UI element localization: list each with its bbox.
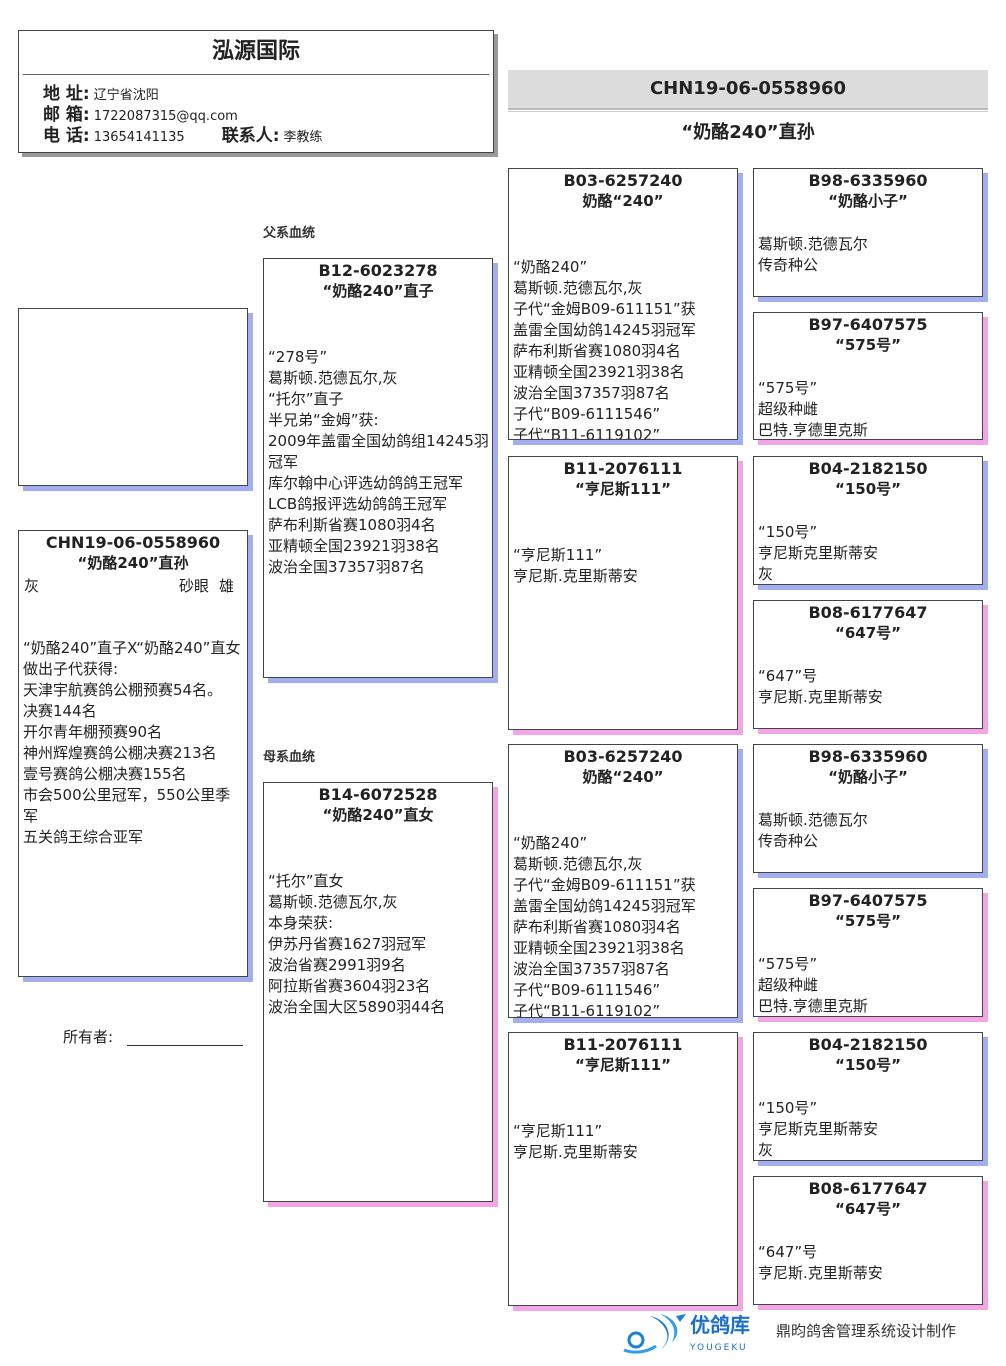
pedigree-card-dam: B14-6072528 “奶酪240”直女 “托尔”直女 葛斯顿.范德瓦尔,灰 本身…	[263, 782, 493, 1202]
pigeon-name: “奶酪240”直女	[322, 806, 434, 824]
pedigree-card-dsd: B97-6407575 “575号” “575号” 超级种雌 巴特.亨德里克斯	[753, 888, 983, 1017]
dam-line-label: 母系血统	[263, 750, 316, 765]
pigeon-notes: “奶酪240” 葛斯顿.范德瓦尔,灰 子代“金姆B09-611151”获 盖雷全…	[513, 834, 696, 1017]
ring-number: B03-6257240	[563, 747, 683, 766]
pedigree-card-dam-dam: B11-2076111 “亨尼斯111” “亨尼斯111” 亨尼斯.克里斯蒂安	[508, 1032, 738, 1306]
pigeon-notes: “150号” 亨尼斯克里斯蒂安 灰	[758, 1099, 879, 1159]
pigeon-name: “亨尼斯111”	[574, 480, 672, 498]
subject-pigeon-card: CHN19-06-0558960 “奶酪240”直孙 灰 砂眼 雄 “奶酪240…	[18, 530, 248, 977]
pigeon-name: “奶酪240”直子	[322, 282, 434, 300]
ring-number: B03-6257240	[563, 171, 683, 190]
address-value: 辽宁省沈阳	[93, 88, 159, 103]
ring-number: B08-6177647	[808, 603, 928, 622]
pigeon-notes: 葛斯顿.范德瓦尔 传奇种公	[758, 235, 868, 274]
subject-name: “奶酪240”直孙	[77, 554, 189, 572]
owner-signature-line	[127, 1045, 243, 1046]
pedigree-card-sss: B98-6335960 “奶酪小子” 葛斯顿.范德瓦尔 传奇种公	[753, 168, 983, 297]
pedigree-card-dam-sire: B03-6257240 奶酪“240” “奶酪240” 葛斯顿.范德瓦尔,灰 子代“…	[508, 744, 738, 1018]
pedigree-card-sds: B04-2182150 “150号” “150号” 亨尼斯克里斯蒂安 灰	[753, 456, 983, 585]
pigeon-name: “奶酪小子”	[828, 192, 908, 210]
pigeon-notes: “647”号 亨尼斯.克里斯蒂安	[758, 1243, 883, 1282]
pedigree-card-dss: B98-6335960 “奶酪小子” 葛斯顿.范德瓦尔 传奇种公	[753, 744, 983, 873]
contact-label: 联系人:	[221, 126, 280, 146]
pigeon-name: 奶酪“240”	[582, 192, 664, 210]
loft-info-card: 泓源国际 地 址:辽宁省沈阳 邮 箱:1722087315@qq.com 电 话…	[18, 30, 494, 153]
pigeon-name-title: “奶酪240”直孙	[681, 122, 815, 143]
pigeon-name: “647号”	[834, 1200, 902, 1218]
ring-number: B97-6407575	[808, 891, 928, 910]
phone-label: 电 话:	[43, 126, 90, 146]
pigeon-notes: “托尔”直女 葛斯顿.范德瓦尔,灰 本身荣获: 伊苏丹省赛1627羽冠军 波治省…	[268, 872, 446, 1016]
ring-number: B98-6335960	[808, 171, 928, 190]
divider	[23, 74, 489, 75]
ring-number: B04-2182150	[808, 1035, 928, 1054]
pigeon-notes: “奶酪240” 葛斯顿.范德瓦尔,灰 子代“金姆B09-611151”获 盖雷全…	[513, 258, 696, 439]
ring-number: B12-6023278	[318, 261, 438, 280]
pedigree-card-sire: B12-6023278 “奶酪240”直子 “278号” 葛斯顿.范德瓦尔,灰 “托…	[263, 258, 493, 678]
phone-row: 电 话:13654141135 联系人:李教练	[43, 126, 323, 147]
logo-text: 优鸽库	[690, 1313, 750, 1337]
ring-number: B08-6177647	[808, 1179, 928, 1198]
pigeon-name: “150号”	[834, 1056, 902, 1074]
ring-number: B14-6072528	[318, 785, 438, 804]
pedigree-card-sire-dam: B11-2076111 “亨尼斯111” “亨尼斯111” 亨尼斯.克里斯蒂安	[508, 456, 738, 730]
photo-placeholder	[18, 308, 248, 486]
divider	[508, 111, 988, 112]
pigeon-notes: 葛斯顿.范德瓦尔 传奇种公	[758, 811, 868, 850]
pigeon-name: “150号”	[834, 480, 902, 498]
pigeon-name: “奶酪小子”	[828, 768, 908, 786]
loft-name: 泓源国际	[211, 39, 300, 64]
email-label: 邮 箱:	[43, 105, 90, 125]
pedigree-card-ddd: B08-6177647 “647号” “647”号 亨尼斯.克里斯蒂安	[753, 1176, 983, 1305]
ring-number: B11-2076111	[563, 459, 683, 478]
pigeon-name: “亨尼斯111”	[574, 1056, 672, 1074]
pigeon-name: “647号”	[834, 624, 902, 642]
pedigree-card-sire-sire: B03-6257240 奶酪“240” “奶酪240” 葛斯顿.范德瓦尔,灰 子代“…	[508, 168, 738, 440]
pigeon-name: “575号”	[834, 912, 902, 930]
pigeon-name: 奶酪“240”	[582, 768, 664, 786]
sire-line-label: 父系血统	[263, 226, 316, 241]
pigeon-notes: “278号” 葛斯顿.范德瓦尔,灰 “托尔”直子 半兄弟“金姆”获: 2009年…	[268, 348, 489, 576]
pigeon-notes: “647”号 亨尼斯.克里斯蒂安	[758, 667, 883, 706]
pigeon-notes: “150号” 亨尼斯克里斯蒂安 灰	[758, 523, 879, 583]
logo-subtext: YOUGEKU	[690, 1343, 748, 1353]
pigeon-name: “575号”	[834, 336, 902, 354]
subject-notes: “奶酪240”直子X“奶酪240”直女 做出子代获得: 天津宇航赛鸽公棚预赛54…	[23, 639, 241, 846]
subject-ring: CHN19-06-0558960	[45, 533, 221, 552]
pigeon-notes: “亨尼斯111” 亨尼斯.克里斯蒂安	[513, 1122, 638, 1161]
pigeon-notes: “亨尼斯111” 亨尼斯.克里斯蒂安	[513, 546, 638, 585]
pigeon-notes: “575号” 超级种雌 巴特.亨德里克斯	[758, 955, 868, 1015]
footer-credit: 鼎昀鸽舍管理系统设计制作	[776, 1322, 957, 1340]
pedigree-card-dds: B04-2182150 “150号” “150号” 亨尼斯克里斯蒂安 灰	[753, 1032, 983, 1161]
phone-value: 13654141135	[93, 130, 185, 145]
email-row: 邮 箱:1722087315@qq.com	[43, 105, 238, 126]
pedigree-card-sdd: B08-6177647 “647号” “647”号 亨尼斯.克里斯蒂安	[753, 600, 983, 729]
yougeku-logo-icon	[620, 1310, 690, 1354]
subject-color: 灰	[24, 577, 40, 595]
ring-number: B11-2076111	[563, 1035, 683, 1054]
pedigree-card-ssd: B97-6407575 “575号” “575号” 超级种雌 巴特.亨德里克斯	[753, 312, 983, 440]
owner-label: 所有者:	[63, 1028, 114, 1046]
email-value: 1722087315@qq.com	[93, 109, 238, 124]
subject-sex: 雄	[219, 577, 235, 595]
ring-number: B98-6335960	[808, 747, 928, 766]
pigeon-ring-banner: CHN19-06-0558960	[508, 70, 988, 110]
ring-number: B97-6407575	[808, 315, 928, 334]
subject-eye: 砂眼	[179, 577, 210, 595]
ring-number: B04-2182150	[808, 459, 928, 478]
address-row: 地 址:辽宁省沈阳	[43, 84, 159, 105]
pigeon-notes: “575号” 超级种雌 巴特.亨德里克斯	[758, 379, 868, 439]
contact-value: 李教练	[283, 130, 323, 145]
address-label: 地 址:	[43, 84, 90, 104]
